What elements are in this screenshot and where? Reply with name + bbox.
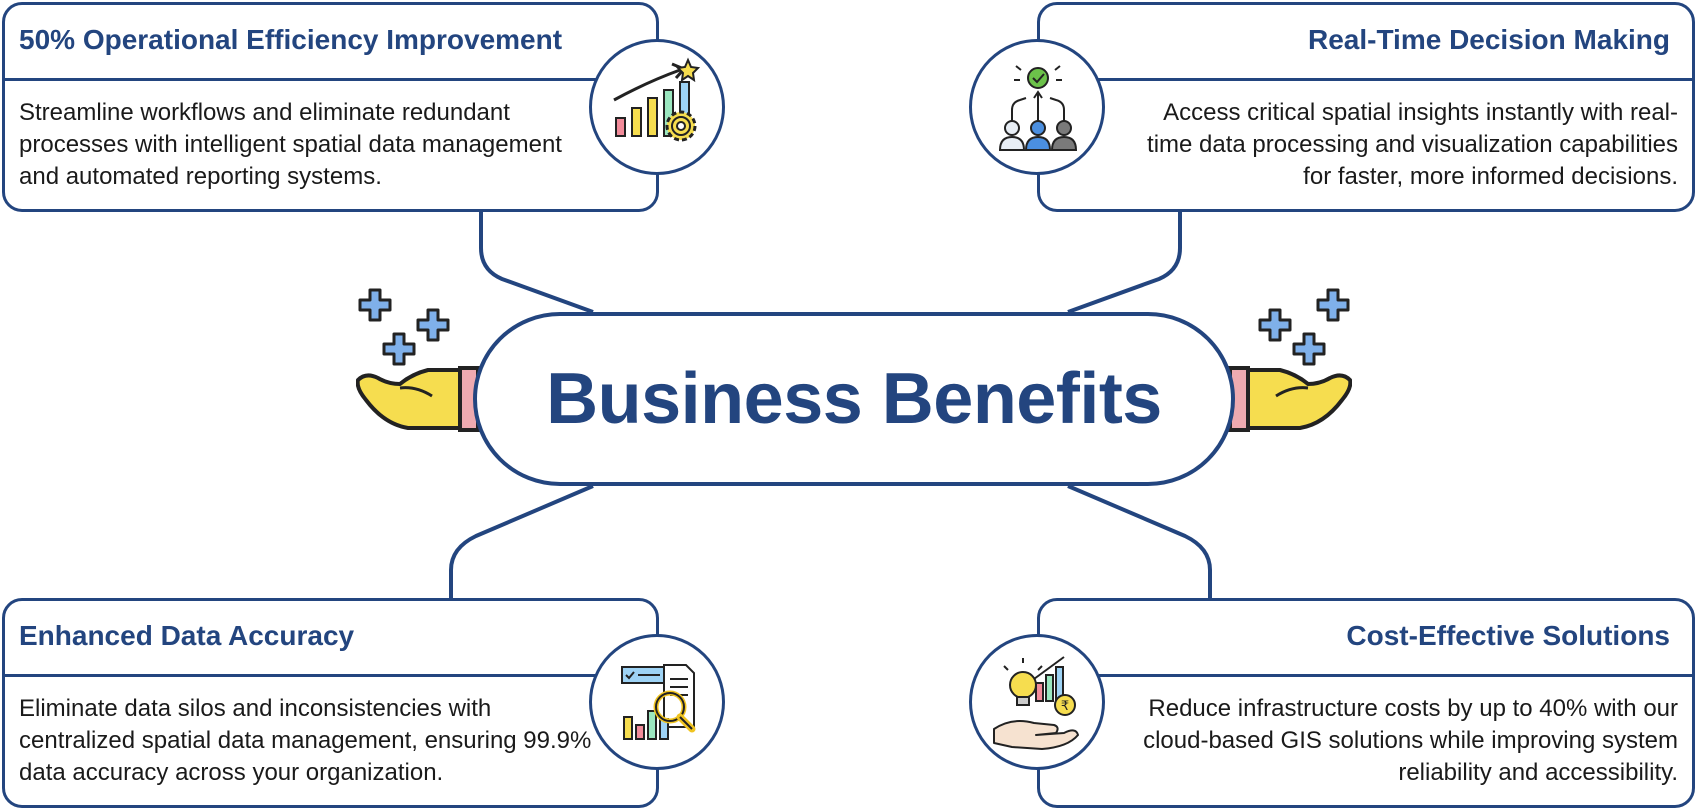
card-title: Real-Time Decision Making (1307, 24, 1670, 55)
connector-bottom-right (1067, 484, 1212, 598)
card-title-row: Enhanced Data Accuracy (5, 601, 656, 677)
card-description: Eliminate data silos and inconsistencies… (19, 695, 592, 786)
right-hand-sparkles-icon (1228, 288, 1352, 432)
left-hand-sparkles-icon (356, 288, 480, 432)
connector-top-right (1067, 212, 1182, 314)
card-description: Access critical spatial insights instant… (1147, 99, 1678, 190)
center-title-pill: Business Benefits (473, 312, 1235, 486)
card-description: Streamline workflows and eliminate redun… (19, 99, 562, 190)
card-title-row: Real-Time Decision Making (1040, 5, 1692, 81)
card-title: 50% Operational Efficiency Improvement (19, 24, 563, 55)
card-data-accuracy: Enhanced Data Accuracy Eliminate data si… (2, 598, 659, 808)
card-title-row: Cost-Effective Solutions (1040, 601, 1692, 677)
connector-bottom-left (449, 484, 594, 598)
team-decision-icon (969, 39, 1105, 175)
card-operational-efficiency: 50% Operational Efficiency Improvement S… (2, 2, 659, 212)
card-description: Reduce infrastructure costs by up to 40%… (1143, 695, 1678, 786)
svg-text:₹: ₹ (1061, 699, 1069, 714)
card-title-row: 50% Operational Efficiency Improvement (5, 5, 656, 81)
page-title: Business Benefits (546, 359, 1162, 439)
cost-savings-hand-icon: ₹ (969, 634, 1105, 770)
connector-top-left (479, 212, 594, 314)
card-real-time-decision: Real-Time Decision Making Access critica… (1037, 2, 1695, 212)
growth-chart-gear-icon (589, 39, 725, 175)
card-title: Enhanced Data Accuracy (19, 620, 355, 651)
card-title: Cost-Effective Solutions (1346, 620, 1670, 651)
card-cost-effective: Cost-Effective Solutions Reduce infrastr… (1037, 598, 1695, 808)
data-analysis-magnifier-icon (589, 634, 725, 770)
